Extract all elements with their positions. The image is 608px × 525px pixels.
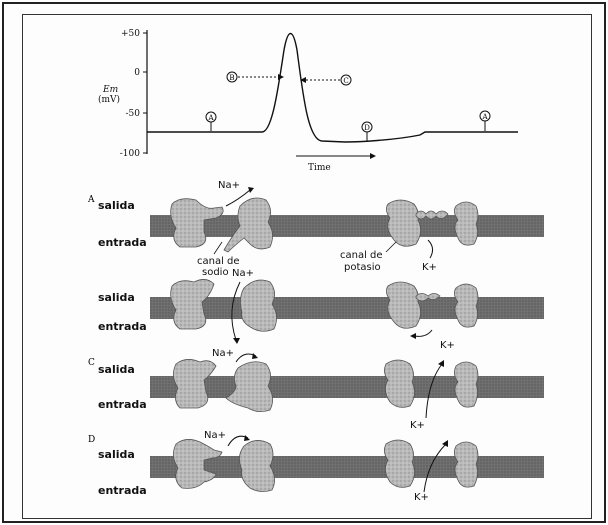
label-entrada: entrada bbox=[98, 320, 147, 333]
sodium-channel-right bbox=[225, 361, 273, 412]
potassium-channel-left bbox=[386, 281, 421, 329]
membrane-panel-d: D salida entrada Na+ K+ bbox=[88, 430, 544, 503]
potassium-channel-right bbox=[454, 441, 479, 488]
sodium-channel-right bbox=[239, 440, 275, 492]
marker-b: B bbox=[226, 71, 284, 83]
membrane-potential-trace bbox=[147, 32, 518, 143]
label-canal-potasio-2: potasio bbox=[344, 262, 381, 273]
figure-inner-border bbox=[22, 14, 592, 519]
potassium-channel-left bbox=[384, 439, 415, 488]
time-label: Time bbox=[308, 163, 331, 173]
tick-label-minus100: -100 bbox=[120, 149, 140, 159]
label-salida: salida bbox=[98, 363, 135, 376]
sodium-channel-right bbox=[223, 197, 273, 253]
potassium-channel-right bbox=[454, 283, 479, 328]
potassium-channel-left bbox=[384, 359, 415, 408]
label-k: K+ bbox=[410, 420, 425, 431]
tick-label-minus50: -50 bbox=[126, 109, 141, 119]
label-canal-potasio-1: canal de bbox=[340, 250, 383, 261]
label-k: K+ bbox=[440, 340, 455, 351]
label-salida: salida bbox=[98, 291, 135, 304]
y-axis-label-em: Em bbox=[102, 85, 118, 95]
membrane-panel-c: C salida entrada Na+ K+ bbox=[88, 348, 544, 431]
potassium-channel-left bbox=[386, 199, 421, 247]
svg-text:A: A bbox=[481, 113, 488, 121]
tick-label-0: 0 bbox=[134, 68, 140, 78]
membrane-panel-b: salida entrada Na+ K+ bbox=[98, 268, 544, 351]
label-salida: salida bbox=[98, 448, 135, 461]
potassium-channel-right bbox=[454, 201, 479, 246]
tick-label-50: +50 bbox=[121, 29, 140, 39]
svg-text:B: B bbox=[229, 74, 234, 82]
potassium-ball-chain bbox=[415, 210, 449, 220]
label-na: Na+ bbox=[204, 430, 226, 441]
sodium-channel-left bbox=[173, 359, 217, 409]
action-potential-graph: +50 0 -50 -100 Em (mV) Time A B C D bbox=[98, 29, 518, 173]
label-entrada: entrada bbox=[98, 484, 147, 497]
svg-text:A: A bbox=[207, 114, 214, 122]
label-entrada: entrada bbox=[98, 398, 147, 411]
label-k: K+ bbox=[414, 492, 429, 503]
potassium-ball-chain bbox=[415, 293, 441, 302]
panel-letter-d: D bbox=[88, 435, 95, 445]
label-entrada: entrada bbox=[98, 236, 147, 249]
marker-a-right: A bbox=[479, 110, 491, 131]
y-axis-label-unit: (mV) bbox=[98, 94, 120, 105]
label-na: Na+ bbox=[212, 348, 234, 359]
panel-letter-c: C bbox=[88, 358, 95, 368]
panel-letter-a: A bbox=[87, 195, 95, 205]
potassium-channel-right bbox=[454, 361, 479, 408]
sodium-channel-right bbox=[240, 279, 277, 332]
sodium-channel-left bbox=[170, 198, 224, 248]
svg-text:C: C bbox=[343, 77, 348, 85]
sodium-channel-left bbox=[170, 279, 215, 330]
label-k: K+ bbox=[422, 262, 437, 273]
marker-c: C bbox=[300, 74, 352, 86]
label-na: Na+ bbox=[218, 180, 240, 191]
label-salida: salida bbox=[98, 199, 135, 212]
membrane-band bbox=[150, 297, 544, 319]
membrane-panel-a: A salida entrada Na+ canal de sodio cana… bbox=[87, 180, 544, 278]
label-canal-sodio-1: canal de bbox=[197, 256, 240, 267]
marker-a-left: A bbox=[205, 111, 217, 131]
membrane-band bbox=[150, 376, 544, 398]
marker-d: D bbox=[361, 121, 373, 141]
label-canal-sodio-2: sodio bbox=[202, 267, 229, 278]
sodium-channel-left bbox=[173, 439, 223, 489]
svg-text:D: D bbox=[364, 124, 370, 132]
label-na: Na+ bbox=[232, 268, 254, 279]
